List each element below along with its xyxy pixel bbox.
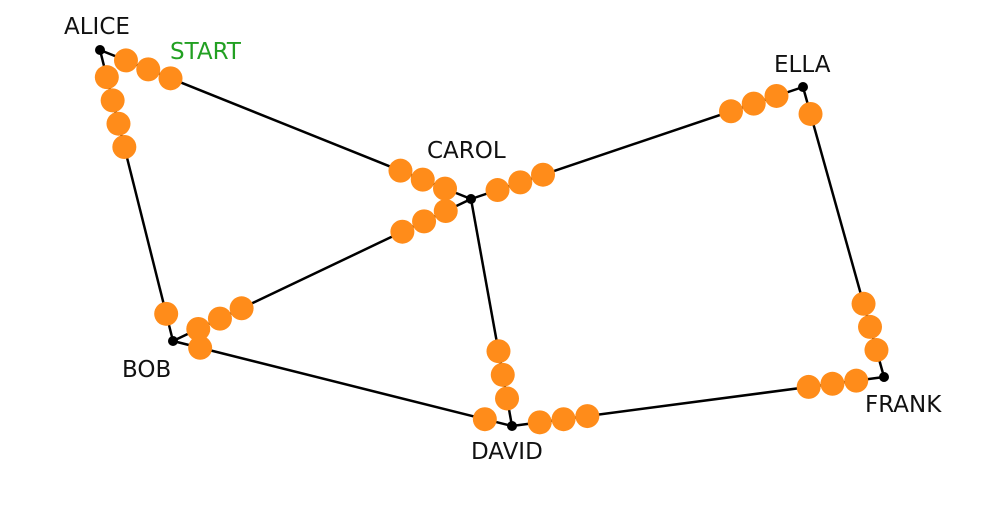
token-dot — [864, 338, 889, 363]
token-dot — [186, 316, 211, 341]
nodes-layer — [95, 45, 889, 431]
token-dot — [207, 306, 232, 331]
token-dot — [188, 335, 213, 360]
token-dot — [412, 209, 437, 234]
token-dot — [764, 83, 789, 108]
token-dot — [718, 99, 743, 124]
start-label: START — [170, 39, 242, 65]
token-dot — [154, 301, 179, 326]
token-dot — [112, 134, 137, 159]
node-david — [507, 421, 517, 431]
node-frank — [879, 372, 889, 382]
token-dot — [388, 158, 413, 183]
node-label-david: DAVID — [471, 439, 543, 465]
token-dot — [820, 371, 845, 396]
edge-bob-david — [172, 339, 513, 428]
node-bob — [168, 336, 178, 346]
token-dot — [844, 368, 869, 393]
dots-layer — [94, 48, 889, 435]
labels-layer: ALICE BOB CAROL DAVID ELLA FRANK START — [64, 14, 942, 465]
token-dot — [433, 176, 458, 201]
token-dot — [410, 167, 435, 192]
token-dot — [575, 404, 600, 429]
token-dot — [390, 219, 415, 244]
token-dot — [531, 162, 556, 187]
token-dot — [798, 101, 823, 126]
token-dot — [741, 91, 766, 116]
node-label-carol: CAROL — [427, 138, 506, 164]
token-dot — [858, 314, 883, 339]
node-label-frank: FRANK — [865, 392, 942, 418]
token-dot — [100, 88, 125, 113]
token-dot — [527, 410, 552, 435]
node-label-ella: ELLA — [774, 52, 831, 78]
token-dot — [94, 65, 119, 90]
token-dot — [113, 48, 138, 73]
token-dot — [433, 199, 458, 224]
token-dot — [851, 291, 876, 316]
token-dot — [158, 66, 183, 91]
node-label-bob: BOB — [122, 357, 171, 383]
token-dot — [486, 339, 511, 364]
node-label-alice: ALICE — [64, 14, 130, 40]
token-dot — [136, 57, 161, 82]
token-dot — [485, 178, 510, 203]
token-dot — [796, 374, 821, 399]
node-alice — [95, 45, 105, 55]
token-dot — [229, 296, 254, 321]
node-ella — [798, 82, 808, 92]
token-dot — [472, 407, 497, 432]
token-dot — [106, 111, 131, 136]
token-dot — [551, 407, 576, 432]
node-carol — [466, 194, 476, 204]
token-dot — [495, 386, 520, 411]
token-dot — [508, 170, 533, 195]
token-dot — [490, 362, 515, 387]
